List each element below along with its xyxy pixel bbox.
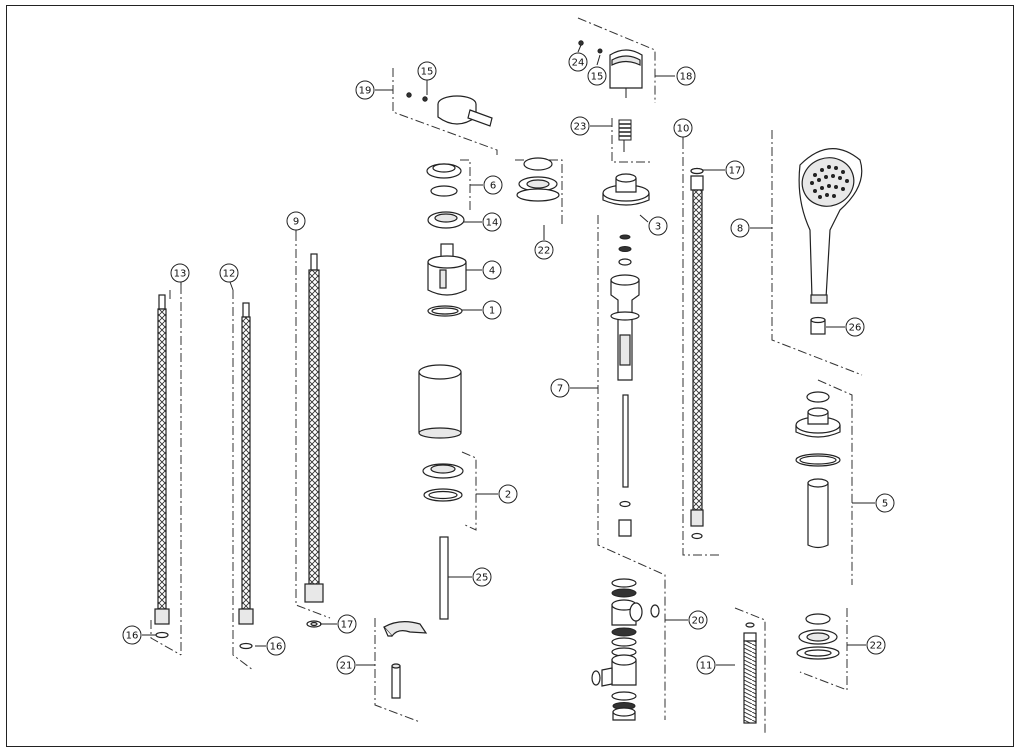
- callout-11: 11: [696, 655, 716, 675]
- shower-hose-10: [690, 167, 704, 540]
- seal-set-6: [426, 163, 462, 197]
- callout-5: 5: [875, 493, 895, 513]
- callout-label: 12: [223, 269, 236, 280]
- callout-label: 24: [572, 58, 585, 69]
- callout-17-right: 17: [725, 160, 745, 180]
- callout-1: 1: [482, 300, 502, 320]
- flexible-hose-9: [304, 253, 324, 603]
- callout-22-lower: 22: [866, 635, 886, 655]
- washer-set-2: [422, 463, 464, 502]
- callout-6: 6: [483, 175, 503, 195]
- callout-22-upper: 22: [534, 240, 554, 260]
- callout-20: 20: [688, 610, 708, 630]
- callout-17-left: 17: [337, 614, 357, 634]
- callout-8: 8: [730, 218, 750, 238]
- grub-screw: [618, 119, 632, 152]
- callout-label: 17: [729, 166, 742, 177]
- spray-nozzles: [810, 165, 849, 199]
- nut-14: [427, 211, 465, 229]
- callout-label: 10: [677, 124, 690, 135]
- callout-14: 14: [482, 212, 502, 232]
- fitting-set-22-upper: [516, 157, 560, 202]
- callout-label: 25: [476, 573, 489, 584]
- hose-nut-26: [810, 316, 826, 335]
- callout-label: 23: [574, 122, 587, 133]
- callout-label: 7: [557, 384, 563, 395]
- callout-19: 19: [355, 80, 375, 100]
- callout-16-left: 16: [122, 625, 142, 645]
- diverter-knob: [578, 40, 643, 98]
- callout-label: 22: [538, 246, 551, 257]
- spindle-assembly-7: [610, 234, 640, 537]
- callout-label: 8: [737, 224, 743, 235]
- callout-24: 24: [568, 52, 588, 72]
- body-sleeve: [418, 364, 462, 439]
- callout-4: 4: [482, 260, 502, 280]
- callout-label: 16: [270, 642, 283, 653]
- callout-label: 4: [489, 266, 495, 277]
- callout-13: 13: [170, 263, 190, 283]
- callout-3: 3: [648, 216, 668, 236]
- callout-label: 11: [700, 661, 713, 672]
- callout-label: 14: [486, 218, 499, 229]
- callout-label: 19: [359, 86, 372, 97]
- washer-17-right: [690, 167, 704, 175]
- washer-17-left: [306, 620, 322, 628]
- diagram-frame: [6, 5, 1014, 747]
- shower-handset-8: [798, 148, 863, 304]
- clip-and-pin-21: [383, 621, 428, 699]
- flexible-hose-12: [238, 302, 254, 650]
- stud-rod-25: [439, 536, 449, 620]
- callout-10: 10: [673, 118, 693, 138]
- riser-assembly-5: [795, 391, 841, 549]
- dashed-group-lines: [150, 17, 863, 735]
- callout-label: 13: [174, 269, 187, 280]
- callout-label: 5: [882, 499, 888, 510]
- callout-15-lever: 15: [417, 61, 437, 81]
- manifold-20: [591, 578, 660, 721]
- callout-label: 9: [293, 217, 299, 228]
- callout-label: 20: [692, 616, 705, 627]
- callout-23: 23: [570, 116, 590, 136]
- cartridge-4: [427, 243, 467, 296]
- o-ring-1: [427, 305, 463, 317]
- callout-15-knob: 15: [587, 66, 607, 86]
- callout-label: 16: [126, 631, 139, 642]
- callout-label: 15: [591, 72, 604, 83]
- callout-label: 6: [490, 181, 496, 192]
- escutcheon-3: [602, 173, 650, 206]
- lever-handle: [406, 92, 493, 127]
- callout-label: 3: [655, 222, 661, 233]
- callout-25: 25: [472, 567, 492, 587]
- callout-12: 12: [219, 263, 239, 283]
- callout-21: 21: [336, 655, 356, 675]
- leader-lines: [142, 44, 875, 666]
- flexible-hose-13: [154, 294, 170, 639]
- fitting-set-22-lower: [796, 613, 840, 660]
- callout-label: 22: [870, 641, 883, 652]
- callout-18: 18: [676, 66, 696, 86]
- callout-label: 17: [341, 620, 354, 631]
- callout-label: 21: [340, 661, 353, 672]
- callout-26: 26: [845, 317, 865, 337]
- callout-16-right: 16: [266, 636, 286, 656]
- callout-label: 18: [680, 72, 693, 83]
- coiled-hose-11: [743, 622, 757, 724]
- callout-label: 26: [849, 323, 862, 334]
- callout-label: 2: [505, 490, 511, 501]
- callout-label: 1: [489, 306, 495, 317]
- callout-2: 2: [498, 484, 518, 504]
- callout-label: 15: [421, 67, 434, 78]
- callout-9: 9: [286, 211, 306, 231]
- callout-7: 7: [550, 378, 570, 398]
